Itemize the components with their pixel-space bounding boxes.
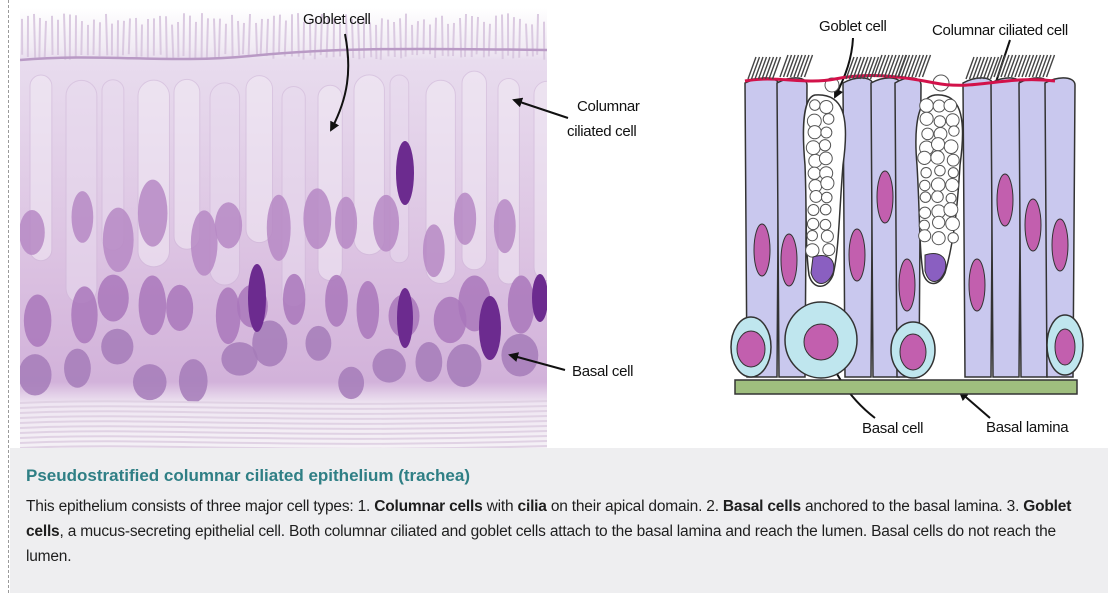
columnar-nucleus — [997, 174, 1013, 226]
goblet-arrow-micrograph — [331, 34, 348, 130]
goblet-cell-label-micrograph: Goblet cell — [303, 11, 371, 28]
schematic-diagram — [715, 15, 1095, 445]
columnar-label-line2-micrograph: ciliated cell — [567, 123, 636, 140]
goblet-cell-2 — [916, 75, 963, 284]
basal-cell-label-schematic: Basal cell — [862, 420, 923, 437]
goblet-cell-label-schematic: Goblet cell — [819, 18, 887, 35]
columnar-nucleus — [849, 229, 865, 281]
columnar-nucleus — [877, 171, 893, 223]
basal-nucleus — [900, 334, 926, 370]
caption-body: This epithelium consists of three major … — [26, 494, 1092, 569]
columnar-arrow-micrograph — [514, 100, 568, 118]
caption-term: Columnar cells — [374, 498, 482, 515]
caption-term: cilia — [518, 498, 547, 515]
columnar-nucleus — [899, 259, 915, 311]
caption-term: Basal cells — [723, 498, 801, 515]
caption-text: This epithelium consists of three major … — [26, 498, 374, 515]
basal-cell-label-micrograph: Basal cell — [572, 363, 633, 380]
basal-nucleus — [1055, 329, 1075, 365]
caption-text: anchored to the basal lamina. 3. — [801, 498, 1023, 515]
columnar-nucleus — [1025, 199, 1041, 251]
basal-nucleus — [804, 324, 838, 360]
columnar-label-schematic: Columnar ciliated cell — [932, 22, 1068, 39]
columnar-nucleus — [1052, 219, 1068, 271]
caption-title: Pseudostratified columnar ciliated epith… — [26, 466, 470, 486]
columnar-nucleus — [754, 224, 770, 276]
columnar-nucleus — [969, 259, 985, 311]
columnar-cell — [991, 78, 1021, 377]
caption-text: on their apical domain. 2. — [547, 498, 723, 515]
caption-text: , a mucus-secreting epithelial cell. Bot… — [26, 523, 1056, 565]
columnar-cell — [963, 78, 993, 377]
basal-nucleus — [737, 331, 765, 367]
caption-text: with — [483, 498, 518, 515]
basal-lamina — [735, 380, 1077, 394]
goblet-cell-1 — [803, 78, 845, 286]
basal-arrow-micrograph — [510, 355, 565, 370]
basal-lamina-label-schematic: Basal lamina — [986, 419, 1068, 436]
columnar-nucleus — [781, 234, 797, 286]
columnar-label-line1-micrograph: Columnar — [577, 98, 640, 115]
